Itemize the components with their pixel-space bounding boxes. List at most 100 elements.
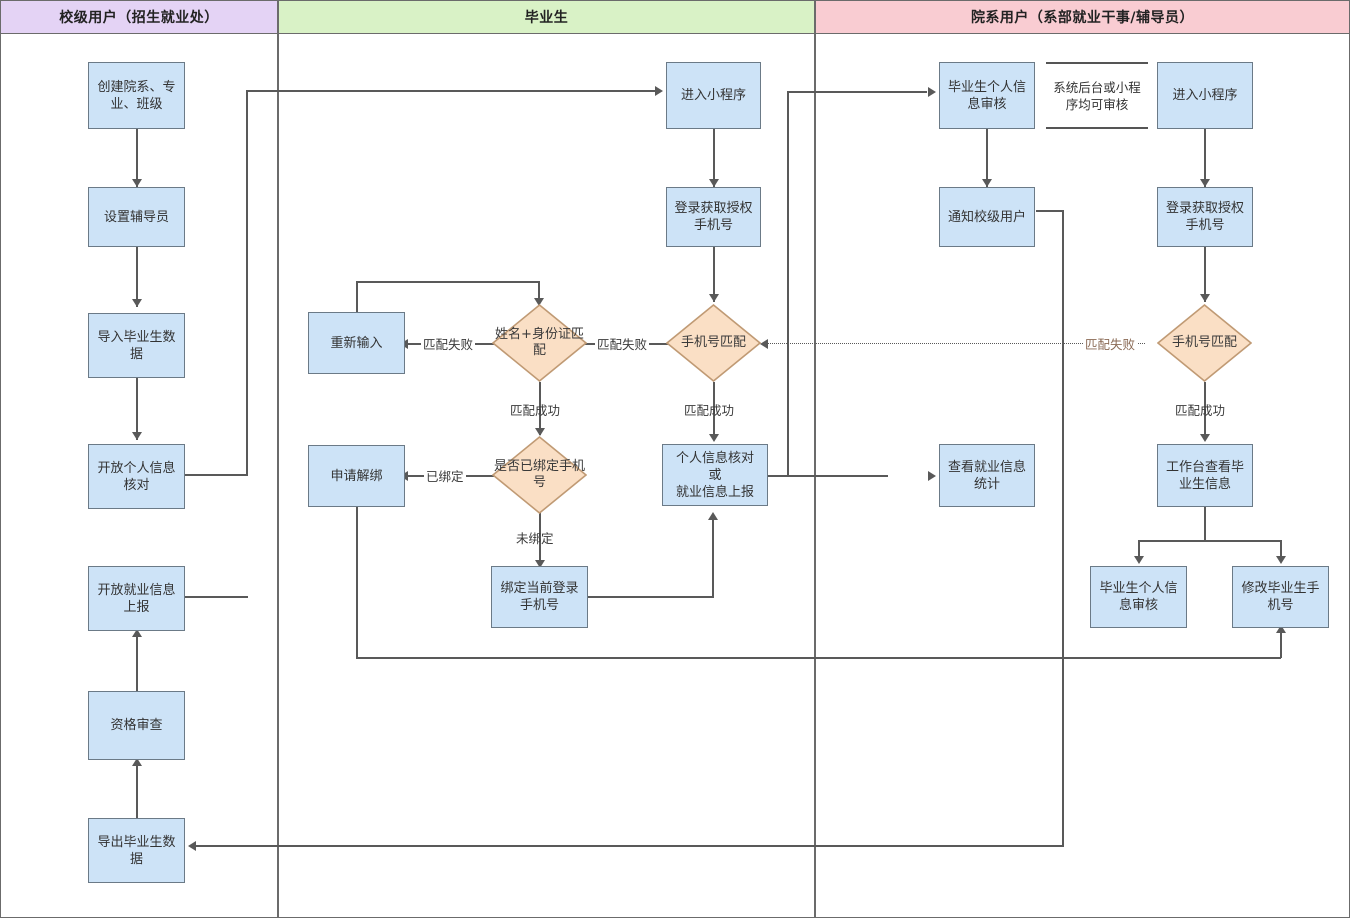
edge-unbind-up-to-modify (1280, 630, 1282, 658)
arrow-fork-to-modifyphone (1276, 556, 1286, 564)
lane-header-student: 毕业生 (278, 0, 815, 34)
edge-label-unbound: 未绑定 (516, 531, 554, 546)
arrow-to-enter-mini (655, 86, 663, 96)
diamond-shape (492, 304, 587, 382)
node-dept-enter-label: 进入小程序 (1172, 88, 1238, 103)
node-dept-enter[interactable]: 进入小程序 (1157, 62, 1253, 129)
arrow-phoneok-to-verify (709, 434, 719, 442)
diamond-shape (1157, 304, 1252, 382)
arrow-to-grad-audit (928, 87, 936, 97)
node-dept-audit[interactable]: 毕业生个人信息审核 (1090, 566, 1187, 628)
edge-openemploy-right (185, 596, 248, 598)
edge-verify-riser (787, 91, 789, 476)
node-set-counselor-label: 设置辅导员 (103, 209, 169, 225)
arrow-qualify-to-openemploy (132, 629, 142, 637)
node-import-grad-label: 导入毕业生数据 (97, 329, 176, 362)
edge-import-to-openpersonal (136, 378, 138, 440)
lane-label-student: 毕业生 (524, 10, 569, 26)
edge-deptenter-to-deptlogin (1204, 129, 1206, 187)
node-dept-match[interactable]: 手机号匹配 (1157, 304, 1252, 382)
arrow-unbind-to-modify (1276, 625, 1286, 633)
edge-reinput-across (356, 281, 539, 283)
arrow-export-to-qualify (132, 758, 142, 766)
node-reinput[interactable]: 重新输入 (308, 312, 405, 374)
edge-label-fail-left: 匹配失败 (421, 334, 476, 353)
node-verify-report[interactable]: 个人信息核对 或 就业信息上报 (662, 444, 768, 506)
arrow-gradaudit-to-notify (982, 179, 992, 187)
edge-workbench-down (1204, 507, 1206, 541)
arrow-counselor-to-import (132, 299, 142, 307)
node-notify-school-label: 通知校级用户 (947, 209, 1026, 225)
lane-label-school: 校级用户（招生就业处） (59, 10, 219, 26)
node-qualify-label: 资格审查 (110, 718, 163, 733)
arrow-reinput-to-namematch (534, 298, 544, 306)
node-view-stats[interactable]: 查看就业信息统计 (939, 444, 1035, 507)
node-bound-check-label: 是否已绑定手机号 (493, 459, 585, 490)
node-open-personal-label: 开放个人信息核对 (97, 460, 176, 493)
node-apply-unbind[interactable]: 申请解绑 (308, 445, 405, 507)
edge-notify-to-export (193, 845, 1064, 847)
edge-to-grad-audit (787, 91, 927, 93)
edge-label-ok-name: 匹配成功 (510, 403, 561, 418)
node-grad-audit-label: 毕业生个人信息审核 (947, 79, 1026, 112)
edge-unbound-to-bind (539, 512, 541, 566)
node-login-phone[interactable]: 登录获取授权手机号 (666, 187, 761, 247)
node-dept-audit-label: 毕业生个人信息审核 (1099, 581, 1178, 613)
edge-to-enter-mini (246, 90, 659, 92)
node-bind-phone[interactable]: 绑定当前登录手机号 (491, 566, 588, 628)
node-notify-school[interactable]: 通知校级用户 (939, 187, 1035, 247)
edge-verify-right (768, 475, 888, 477)
edge-qualify-to-openemploy (136, 631, 138, 691)
edge-reinput-down (538, 281, 540, 304)
edge-create-to-counselor (136, 129, 138, 187)
node-sys-note-label: 系统后台或小程序均可审核 (1053, 79, 1141, 112)
lane-label-dept: 院系用户（系部就业干事/辅导员） (970, 10, 1195, 26)
node-modify-phone[interactable]: 修改毕业生手机号 (1232, 566, 1329, 628)
arrow-create-to-counselor (132, 179, 142, 187)
node-reinput-label: 重新输入 (330, 335, 383, 351)
node-phone-match[interactable]: 手机号匹配 (666, 304, 761, 382)
node-dept-login[interactable]: 登录获取授权手机号 (1157, 187, 1253, 247)
arrow-to-view-stats (928, 471, 936, 481)
node-enter-mini[interactable]: 进入小程序 (666, 62, 761, 129)
edge-login-to-phonematch (713, 247, 715, 302)
edge-gradaudit-to-notify (986, 129, 988, 187)
node-open-employ-label: 开放就业信息上报 (97, 582, 176, 615)
node-export-grad-label: 导出毕业生数据 (97, 834, 176, 867)
edge-fork-left (1138, 540, 1140, 562)
node-import-grad[interactable]: 导入毕业生数据 (88, 313, 185, 378)
node-phone-match-label: 手机号匹配 (680, 335, 746, 350)
node-grad-audit[interactable]: 毕业生个人信息审核 (939, 62, 1035, 129)
edge-counselor-to-import (136, 247, 138, 307)
node-qualify[interactable]: 资格审查 (88, 691, 185, 760)
node-open-employ[interactable]: 开放就业信息上报 (88, 566, 185, 631)
node-create-org[interactable]: 创建院系、专业、班级 (88, 62, 185, 129)
edge-openpersonal-up (246, 90, 248, 476)
lane-header-dept: 院系用户（系部就业干事/辅导员） (815, 0, 1350, 34)
diamond-shape (666, 304, 761, 382)
edge-deptfail-dotted (765, 343, 1145, 344)
edge-deptlogin-to-deptmatch (1204, 247, 1206, 302)
node-workbench[interactable]: 工作台查看毕业生信息 (1157, 444, 1253, 507)
arrow-notify-to-export (188, 841, 196, 851)
edge-label-fail-right: 匹配失败 (1083, 334, 1138, 353)
edge-export-to-qualify (136, 760, 138, 818)
arrow-deptlogin-to-deptmatch (1200, 294, 1210, 302)
edge-notify-down (1062, 210, 1064, 846)
edge-label-ok-phone: 匹配成功 (684, 403, 735, 418)
node-sys-note: 系统后台或小程序均可审核 (1046, 62, 1148, 129)
node-set-counselor[interactable]: 设置辅导员 (88, 187, 185, 247)
edge-unbind-across (356, 657, 1281, 659)
edge-workbench-fork (1139, 540, 1281, 542)
node-export-grad[interactable]: 导出毕业生数据 (88, 818, 185, 883)
node-name-id-match[interactable]: 姓名+身份证匹配 (492, 304, 587, 382)
edge-nameok-to-boundcheck (539, 382, 541, 435)
diamond-shape (492, 436, 587, 514)
node-open-personal[interactable]: 开放个人信息核对 (88, 444, 185, 509)
node-bound-check[interactable]: 是否已绑定手机号 (492, 436, 587, 514)
edge-enter-to-login (713, 129, 715, 187)
arrow-deptenter-to-deptlogin (1200, 179, 1210, 187)
node-dept-login-label: 登录获取授权手机号 (1165, 201, 1244, 233)
arrow-login-to-phonematch (709, 294, 719, 302)
